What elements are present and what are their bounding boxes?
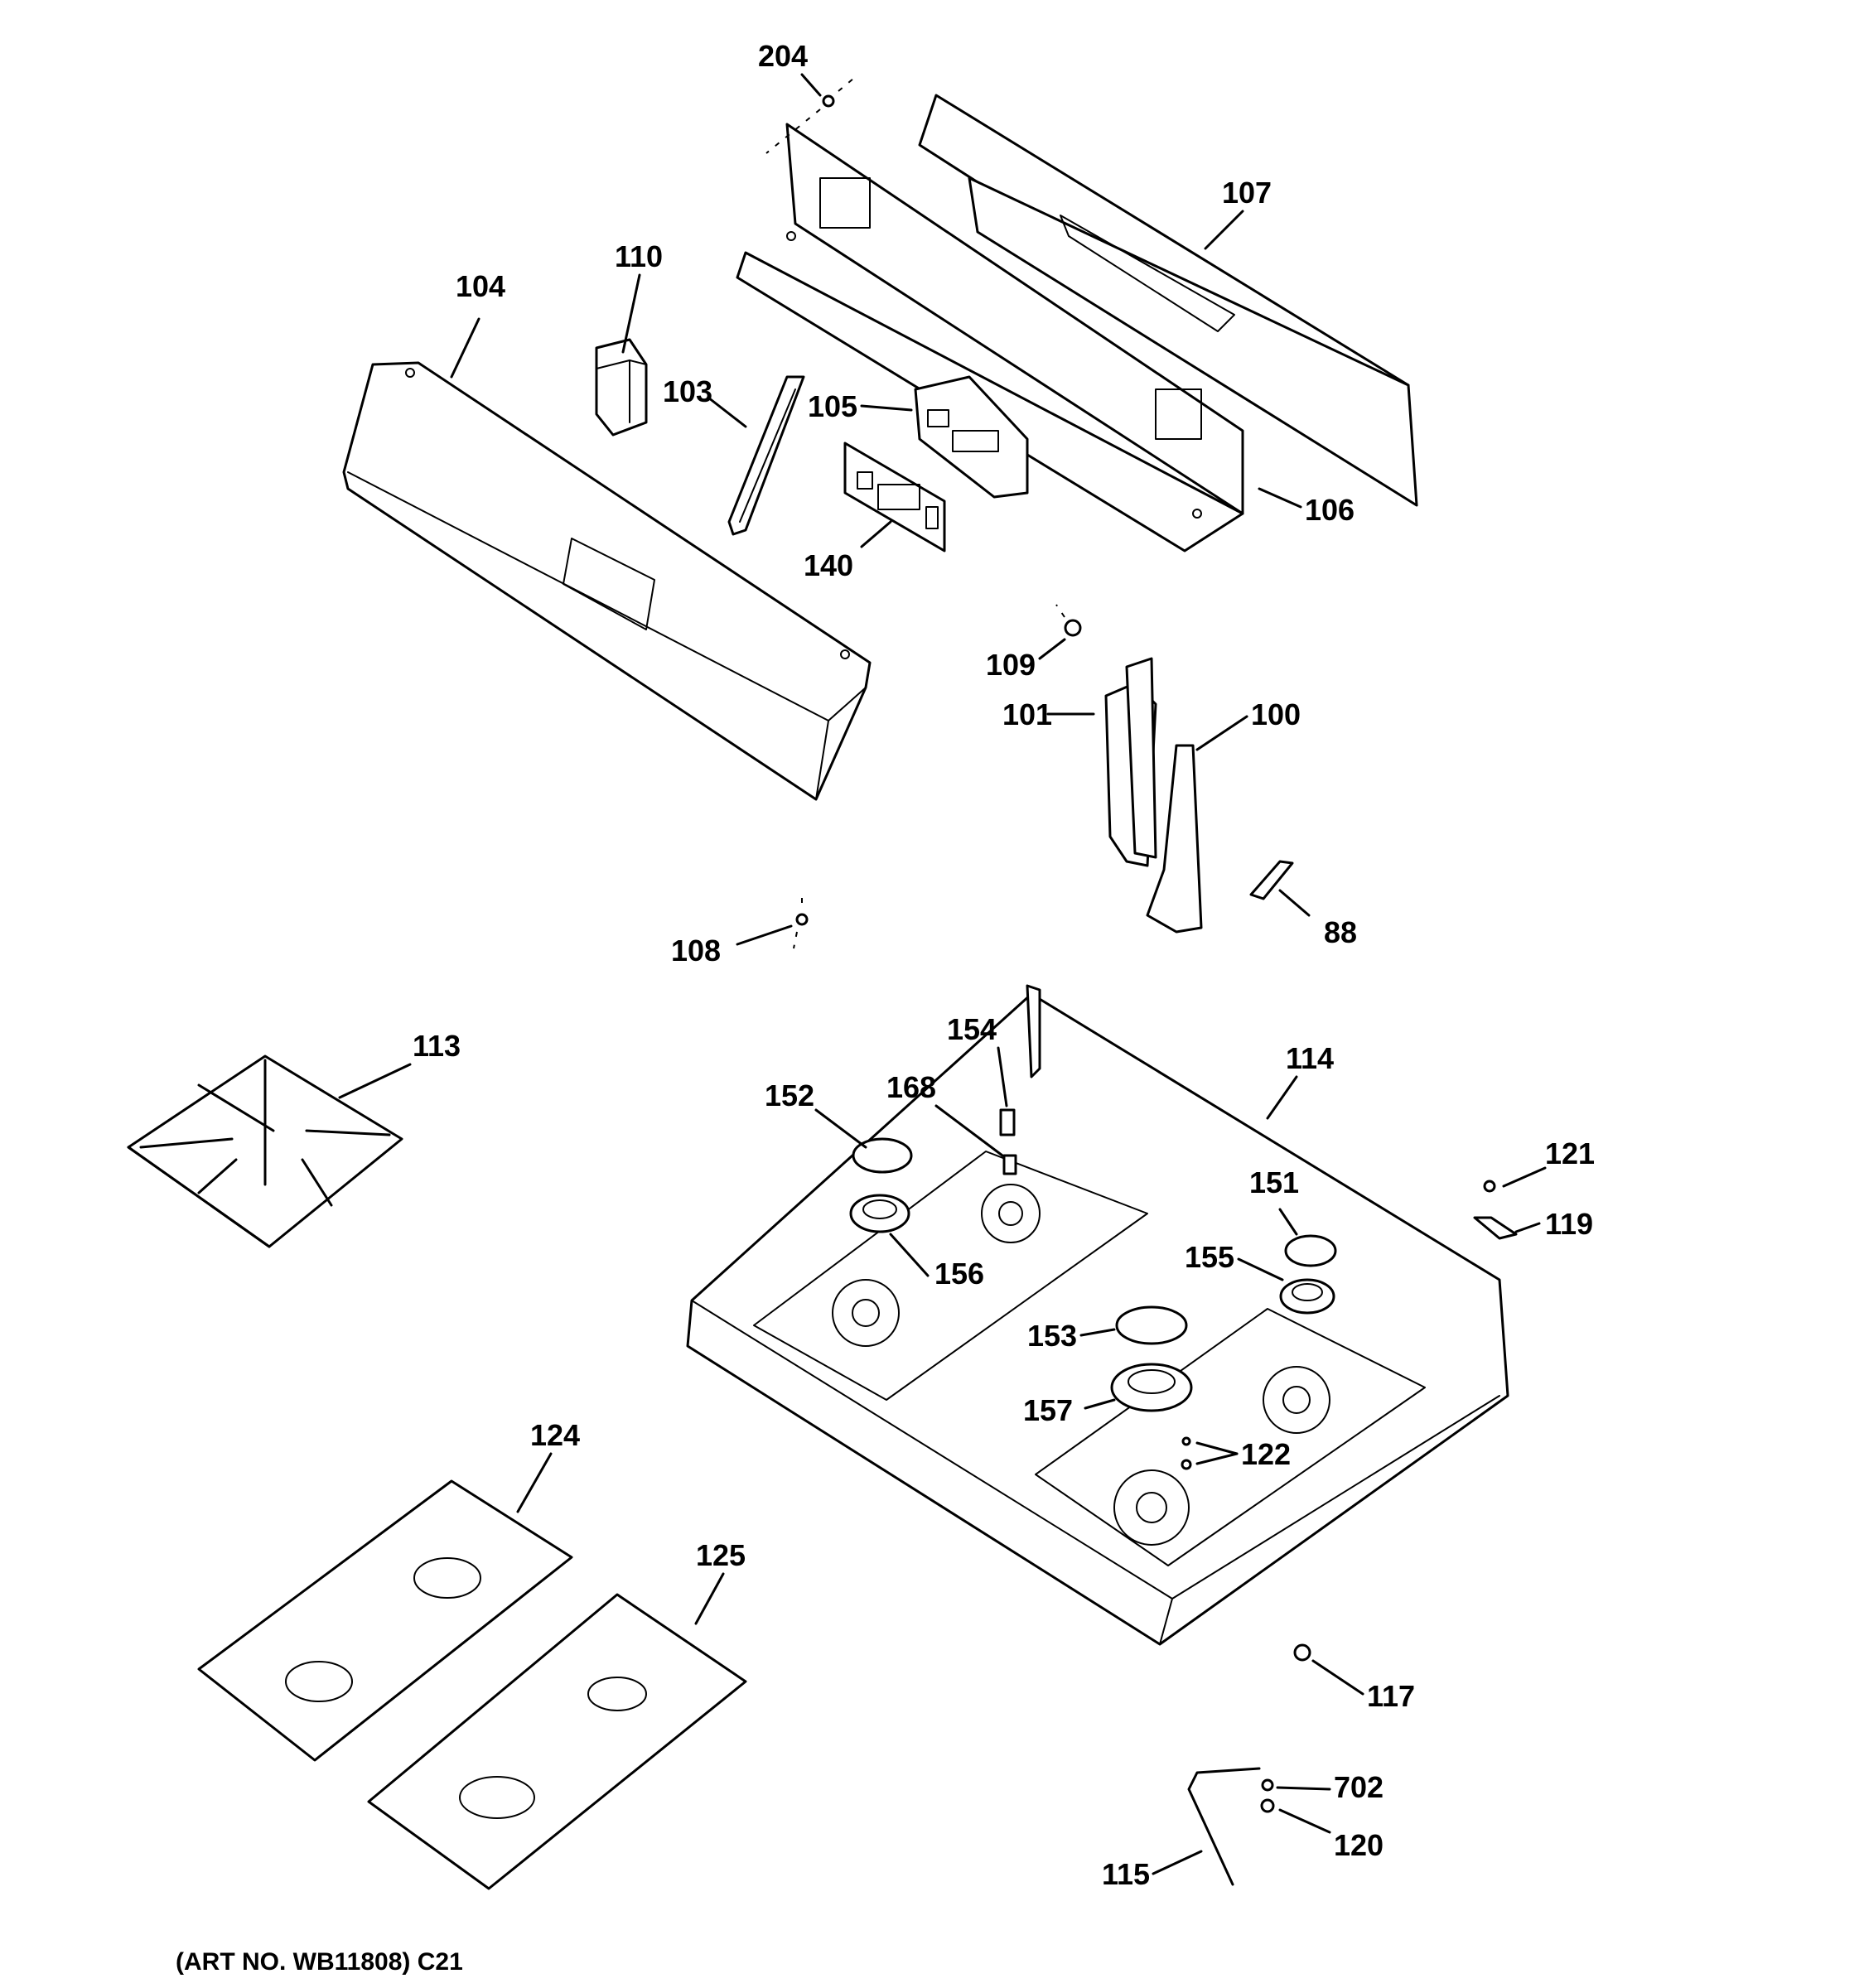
label-103: 103 <box>663 374 712 408</box>
label-140: 140 <box>804 548 853 582</box>
label-154: 154 <box>947 1012 997 1046</box>
leader-lines <box>338 73 1547 1875</box>
part-88-clip <box>1249 860 1294 900</box>
part-117-nut <box>1293 1643 1311 1662</box>
label-109: 109 <box>986 648 1036 682</box>
label-155: 155 <box>1185 1240 1234 1274</box>
part-120-nut <box>1260 1798 1275 1813</box>
label-124: 124 <box>530 1418 580 1452</box>
part-105-clock-timer <box>914 375 1029 499</box>
label-115: 115 <box>1102 1857 1150 1891</box>
part-151-burner-cap <box>1284 1234 1337 1267</box>
label-121: 121 <box>1545 1136 1595 1170</box>
label-702: 702 <box>1334 1770 1384 1804</box>
label-106: 106 <box>1305 493 1355 527</box>
label-168: 168 <box>886 1070 936 1104</box>
label-117: 117 <box>1367 1679 1415 1713</box>
label-105: 105 <box>808 389 857 423</box>
part-104-control-panel <box>342 361 872 801</box>
label-120: 120 <box>1334 1828 1384 1862</box>
label-157: 157 <box>1023 1393 1073 1427</box>
part-125-drip-pan <box>367 1593 747 1890</box>
label-204: 204 <box>758 39 808 73</box>
part-108-screw <box>793 895 809 949</box>
label-88: 88 <box>1324 915 1357 949</box>
label-114: 114 <box>1286 1041 1334 1075</box>
part-156-burner-head <box>849 1194 910 1233</box>
label-153: 153 <box>1027 1319 1077 1353</box>
label-107: 107 <box>1222 176 1272 210</box>
part-702-washer <box>1261 1778 1274 1792</box>
part-122-screws <box>1181 1436 1192 1470</box>
label-113: 113 <box>413 1029 461 1063</box>
part-103-bracket <box>727 375 805 536</box>
label-104: 104 <box>456 269 505 303</box>
label-125: 125 <box>696 1538 746 1572</box>
label-101: 101 <box>1002 697 1052 731</box>
part-152-burner-cap <box>852 1137 913 1174</box>
part-140-overlay <box>843 442 946 552</box>
label-122: 122 <box>1241 1437 1291 1471</box>
part-109-nut <box>1055 604 1082 637</box>
label-119: 119 <box>1545 1207 1593 1241</box>
part-110-spark-module <box>595 338 648 437</box>
part-124-drip-pan <box>197 1479 573 1762</box>
part-204-screw <box>765 78 854 154</box>
part-115-tube <box>1187 1767 1261 1886</box>
part-121-screw <box>1483 1180 1496 1193</box>
part-157-burner-head <box>1110 1363 1193 1412</box>
part-154-orifice <box>999 1108 1016 1136</box>
label-152: 152 <box>765 1078 814 1112</box>
part-119-bracket <box>1473 1216 1518 1240</box>
label-156: 156 <box>934 1257 984 1291</box>
part-155-burner-head <box>1279 1278 1335 1315</box>
part-101-bracket <box>1104 657 1157 867</box>
part-113-burner-grate <box>127 1054 403 1248</box>
art-number-caption: (ART NO. WB11808) C21 <box>176 1948 463 1976</box>
label-108: 108 <box>671 934 721 967</box>
part-107-rear-cover <box>918 94 1418 507</box>
part-153-burner-cap <box>1115 1305 1188 1345</box>
label-100: 100 <box>1251 697 1301 731</box>
label-151: 151 <box>1249 1165 1299 1199</box>
label-110: 110 <box>615 239 663 273</box>
part-168-orifice <box>1002 1154 1017 1175</box>
part-100-side-trim <box>1146 744 1203 934</box>
